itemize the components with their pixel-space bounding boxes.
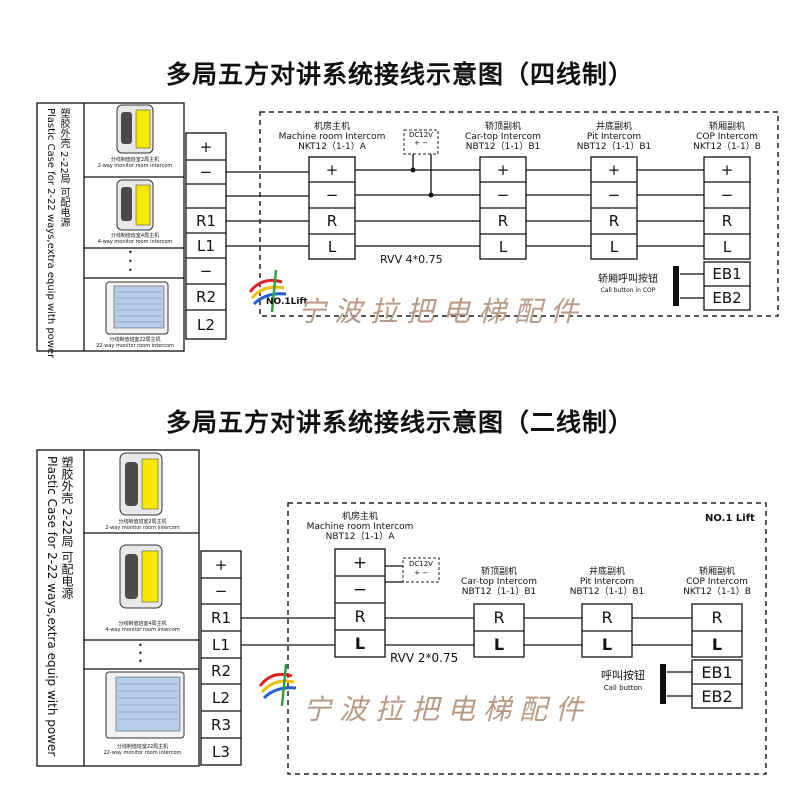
- d2-more-units-dots: • • •: [138, 641, 143, 666]
- d1-title: 多局五方对讲系统接线示意图（四线制）: [165, 60, 634, 89]
- d1-left-terminal-minus: −: [199, 163, 213, 181]
- d2-dc12v-caption: DC12V+ −: [409, 560, 433, 577]
- d2-cartop-terminal-r: R: [493, 608, 505, 627]
- d1-cartop-terminal-plus: +: [496, 160, 510, 179]
- d2-lift-dashed-frame: [287, 502, 767, 775]
- d2-pit-terminal-l: L: [601, 634, 613, 654]
- d1-dc12v-box: [403, 129, 439, 155]
- d1-cop-terminal-l: L: [722, 237, 732, 256]
- d1-machine-terminal-r: R: [326, 212, 338, 230]
- d2-title: 多局五方对讲系统接线示意图（二线制）: [165, 408, 634, 437]
- d2-machine-terminal-minus: −: [352, 579, 368, 600]
- d2-call-button-icon: [660, 664, 666, 704]
- d2-left-terminal-l2: L2: [212, 688, 230, 707]
- d1-watermark: 宁波拉把电梯配件: [298, 295, 587, 328]
- d1-pit-terminal-minus: −: [607, 186, 621, 204]
- d1-2way-unit-icon: [116, 104, 154, 154]
- d2-4way-unit-icon: [119, 544, 163, 609]
- d1-lift-logo-text: NO.1Lift: [266, 297, 308, 307]
- d2-eb1-terminal: EB1: [701, 662, 733, 682]
- d1-pit-terminal-l: L: [609, 237, 619, 256]
- d1-pit-terminal-plus: +: [607, 160, 621, 179]
- d2-pit-terminal-r: R: [601, 608, 613, 627]
- d2-machine-terminal-plus: +: [352, 552, 368, 573]
- d2-left-terminal-l3: L3: [212, 742, 230, 761]
- d2-left-terminal-plus: +: [214, 555, 228, 574]
- d2-left-terminal-minus: −: [214, 582, 228, 600]
- d1-cartop-terminal-r: R: [497, 212, 509, 230]
- d2-lift-label: NO.1 Lift: [705, 513, 755, 524]
- d1-left-terminal-l2: L2: [197, 315, 215, 334]
- d1-left-terminal-r2: R2: [196, 288, 216, 306]
- d1-cop-terminal-r: R: [721, 212, 733, 230]
- d2-machine-terminal-r: R: [354, 607, 366, 626]
- d1-pit-terminal-r: R: [608, 212, 620, 230]
- d1-left-terminal-minus-2: −: [199, 262, 213, 280]
- d2-case-outline: [36, 449, 200, 767]
- d2-left-terminal-r1: R1: [211, 608, 231, 627]
- d1-22way-unit-icon: [105, 281, 169, 335]
- d2-left-terminal-l1: L1: [212, 635, 230, 654]
- d1-cable-label: RVV 4*0.75: [380, 253, 443, 266]
- d1-machine-terminal-plus: +: [325, 160, 339, 179]
- d2-cable-label: RVV 2*0.75: [390, 651, 459, 665]
- d2-lift-logo-icon: [258, 663, 297, 707]
- d2-cop-terminal-r: R: [711, 608, 723, 627]
- d1-machine-terminal-minus: −: [325, 186, 339, 204]
- d2-machine-terminal-l: L: [354, 634, 366, 653]
- d1-left-terminal-strip: [185, 132, 227, 340]
- d2-eb2-terminal: EB2: [701, 686, 733, 706]
- d1-dc12v-caption: DC12V+ −: [409, 131, 433, 147]
- d2-2way-unit-icon: [119, 452, 163, 516]
- d2-watermark: 宁波拉把电梯配件: [303, 693, 592, 726]
- d1-cartop-terminal-l: L: [498, 237, 508, 256]
- d1-left-terminal-l1: L1: [197, 236, 215, 255]
- d1-cartop-terminal-minus: −: [496, 186, 510, 204]
- d2-left-terminal-r2: R2: [211, 662, 231, 680]
- d1-4way-unit-icon: [116, 179, 154, 231]
- d1-left-terminal-r1: R1: [196, 211, 216, 230]
- d1-lift-logo-icon: [248, 269, 287, 313]
- d1-more-units-dots: • • •: [128, 248, 133, 275]
- d1-cop-terminal-plus: +: [720, 160, 734, 179]
- d1-left-terminal-plus: +: [199, 137, 213, 156]
- d1-eb2-terminal: EB2: [712, 289, 742, 307]
- d1-eb1-terminal: EB1: [712, 265, 742, 283]
- d1-case-outline: [36, 102, 185, 352]
- d2-dc12v-box: [402, 557, 440, 583]
- d1-lift-dashed-frame: [259, 111, 779, 317]
- d1-machine-terminal-l: L: [327, 237, 337, 256]
- d2-cop-terminal-l: L: [711, 634, 723, 654]
- d2-cartop-terminal-l: L: [493, 634, 505, 654]
- d1-cop-terminal-minus: −: [720, 186, 734, 204]
- d2-22way-unit-icon: [105, 671, 185, 739]
- d1-call-button-icon: [673, 266, 679, 306]
- d2-left-terminal-r3: R3: [211, 715, 231, 734]
